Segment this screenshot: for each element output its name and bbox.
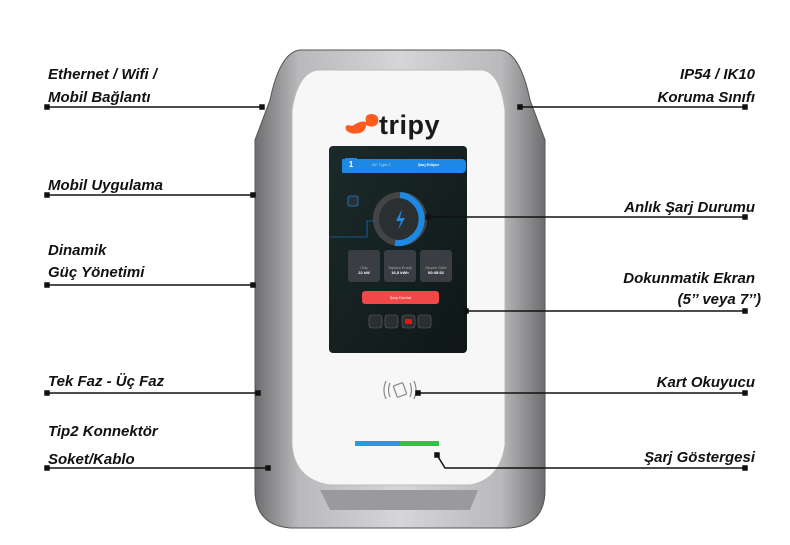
led-indicator-green [400, 441, 439, 446]
connector-type: AC Type 2 [372, 162, 391, 167]
location-icon [384, 314, 399, 329]
charging-status: Şarj Ediyor [418, 162, 440, 167]
label-phase: Tek Faz - Üç Faz [48, 373, 165, 390]
stat-card [348, 250, 380, 282]
callout-lines [44, 104, 748, 471]
stat-value: 22 kW [358, 270, 370, 275]
label-card-reader: Kart Okuyucu [656, 374, 755, 391]
stat-value: 00:45:52 [427, 270, 444, 275]
brand-logo-text: tripy [379, 110, 441, 140]
stop-charge-button [362, 291, 439, 304]
label-touch-screen: Dokunmatik Ekran(5’’ veya 7’’) [623, 270, 761, 308]
card-icon [347, 195, 359, 207]
bolt-icon [396, 209, 405, 230]
stat-card [384, 250, 416, 282]
stop-charge-label[interactable]: Şarjı Durdur [389, 295, 412, 300]
label-mobile-app: Mobil Uygulama [48, 177, 164, 194]
status-bar [342, 159, 466, 173]
step-number: 1 [348, 160, 354, 169]
label-charge-status: Anlık Şarj Durumu [624, 199, 755, 216]
bottom-recess [320, 490, 478, 510]
settings-icon [417, 314, 432, 329]
stat-card [420, 250, 452, 282]
tripy-logo-mark [345, 114, 379, 134]
led-indicator-blue [355, 441, 400, 446]
home-icon [368, 314, 383, 329]
stat-value: 16,5 kWh [391, 270, 409, 275]
stat-label: Geçen Süre [425, 265, 447, 270]
rfid-icon [383, 380, 417, 400]
stat-label: Güç [360, 265, 368, 270]
stat-label: Toplam Enerji [387, 265, 413, 270]
label-charge-indicator: Şarj Göstergesi [644, 449, 755, 466]
label-connectivity: Ethernet / Wifi /Mobil Bağlantı [48, 66, 158, 106]
